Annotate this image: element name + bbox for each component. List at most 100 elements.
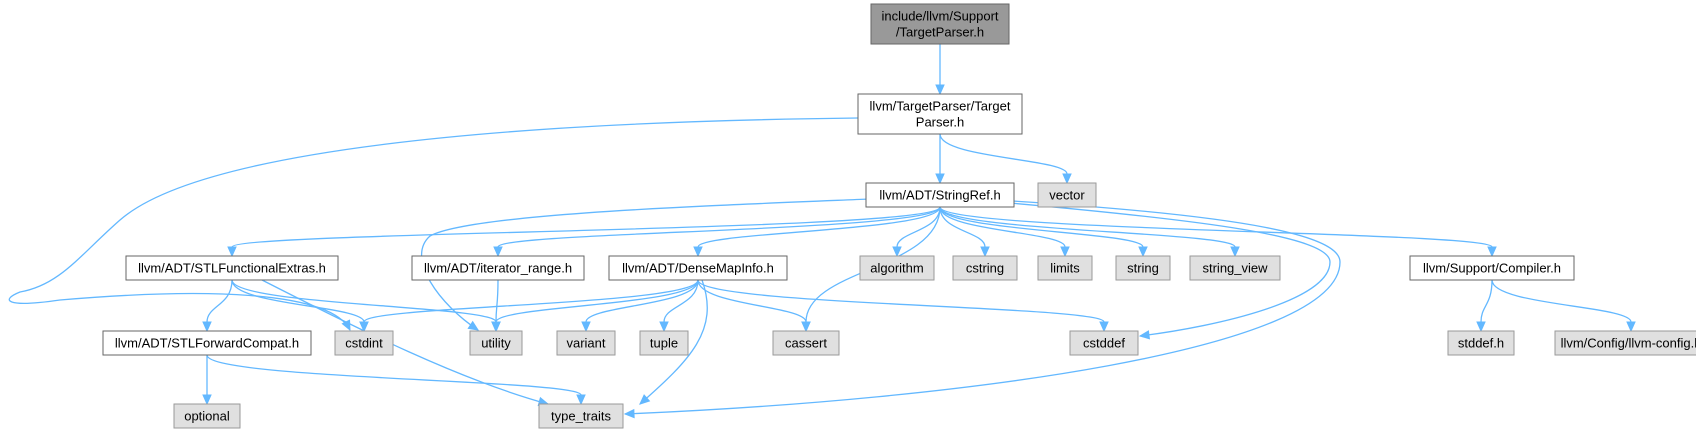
node-label: type_traits <box>551 409 611 424</box>
edge-line <box>939 206 1144 248</box>
node-label: llvm/ADT/iterator_range.h <box>424 261 572 276</box>
node-label: /TargetParser.h <box>896 25 984 40</box>
edge-line <box>1009 202 1331 337</box>
node-label: Parser.h <box>916 115 964 130</box>
edge-arrowhead <box>467 320 480 331</box>
node-tp[interactable]: llvm/TargetParser/TargetParser.h <box>857 93 1023 135</box>
node-type-traits[interactable]: type_traits <box>538 403 624 429</box>
edge-stlfc-to-optional <box>202 354 212 406</box>
node-cassert[interactable]: cassert <box>772 330 840 356</box>
edge-line <box>939 206 1066 248</box>
edge-line <box>231 206 941 248</box>
edge-line <box>231 279 497 323</box>
node-sref[interactable]: llvm/ADT/StringRef.h <box>865 182 1015 208</box>
edge-arrowhead <box>576 394 586 406</box>
node-utility[interactable]: utility <box>469 330 523 356</box>
node-string-view[interactable]: string_view <box>1189 255 1281 281</box>
node-box <box>608 255 788 281</box>
edge-arrowhead <box>1230 246 1240 258</box>
edge-arrowhead <box>935 173 945 185</box>
node-llvmconfig[interactable]: llvm/Config/llvm-config.h <box>1554 330 1696 356</box>
node-dmi[interactable]: llvm/ADT/DenseMapInfo.h <box>608 255 788 281</box>
node-stlfc[interactable]: llvm/ADT/STLForwardCompat.h <box>102 330 312 356</box>
edge-sref-to-stlfe <box>227 206 941 258</box>
node-box <box>538 403 624 429</box>
node-label: llvm/ADT/STLFunctionalExtras.h <box>138 261 326 276</box>
edge-sref-to-cstddef <box>1009 202 1331 340</box>
edge-line <box>697 279 807 323</box>
node-box <box>125 255 339 281</box>
node-box <box>1447 330 1515 356</box>
edge-sref-to-string <box>939 206 1148 258</box>
node-label: vector <box>1049 188 1085 203</box>
node-label: llvm/ADT/STLForwardCompat.h <box>115 336 299 351</box>
edge-sref-to-dmi <box>693 206 941 258</box>
edge-line <box>495 279 699 323</box>
edge-line <box>663 279 699 323</box>
node-box <box>1115 255 1171 281</box>
edge-line <box>206 354 582 396</box>
edge-compiler-to-llvmconfig <box>1491 279 1636 333</box>
node-box <box>556 330 616 356</box>
node-root: include/llvm/Support/TargetParser.h <box>870 3 1010 45</box>
edge-line <box>939 206 1236 248</box>
edge-dmi-to-variant <box>581 279 699 333</box>
node-itr[interactable]: llvm/ADT/iterator_range.h <box>411 255 585 281</box>
node-box <box>1037 182 1097 208</box>
edge-sref-to-string_view <box>939 206 1240 258</box>
node-variant[interactable]: variant <box>556 330 616 356</box>
edge-line <box>939 206 986 248</box>
node-label: cstring <box>966 261 1004 276</box>
node-limits[interactable]: limits <box>1037 255 1093 281</box>
node-box <box>411 255 585 281</box>
node-cstring[interactable]: cstring <box>952 255 1018 281</box>
edge-line <box>231 279 365 323</box>
edge-stlfe-to-stlfc <box>202 279 233 333</box>
node-label: utility <box>481 336 511 351</box>
edge-arrowhead <box>935 84 945 96</box>
node-box <box>469 330 523 356</box>
node-compiler[interactable]: llvm/Support/Compiler.h <box>1409 255 1575 281</box>
edge-arrowhead <box>491 321 501 333</box>
node-tuple[interactable]: tuple <box>639 330 689 356</box>
edge-root-to-tp <box>935 44 945 96</box>
node-stddef-h[interactable]: stddef.h <box>1447 330 1515 356</box>
edge-dmi-to-utility <box>491 279 699 333</box>
node-box <box>102 330 312 356</box>
edge-sref-to-compiler <box>939 206 1497 258</box>
node-box <box>1409 255 1575 281</box>
node-box <box>334 330 394 356</box>
edge-stlfc-to-type_traits <box>206 354 586 406</box>
node-vector[interactable]: vector <box>1037 182 1097 208</box>
node-box <box>173 403 241 429</box>
edge-arrowhead <box>227 246 237 258</box>
edge-sref-to-itr <box>493 206 941 258</box>
edge-line <box>8 117 859 331</box>
node-label: limits <box>1050 261 1080 276</box>
edge-arrowhead <box>1487 246 1497 258</box>
edge-arrowhead <box>359 321 369 333</box>
node-string[interactable]: string <box>1115 255 1171 281</box>
edge-tp-to-vector <box>939 133 1072 185</box>
edge-tp-to-cstdint <box>8 117 859 332</box>
edge-dmi-to-cstddef <box>697 279 1109 333</box>
node-label: variant <box>566 336 605 351</box>
edge-sref-to-utility <box>420 198 871 331</box>
node-algorithm[interactable]: algorithm <box>859 255 935 281</box>
node-label: llvm/ADT/DenseMapInfo.h <box>622 261 774 276</box>
edge-line <box>697 279 1105 323</box>
edge-arrowhead <box>202 394 212 406</box>
node-label: llvm/TargetParser/Target <box>870 99 1011 114</box>
edge-arrowhead <box>639 394 651 405</box>
edge-line <box>363 279 699 323</box>
node-cstddef[interactable]: cstddef <box>1069 330 1139 356</box>
node-cstdint[interactable]: cstdint <box>334 330 394 356</box>
node-label: llvm/Support/Compiler.h <box>1423 261 1561 276</box>
node-optional[interactable]: optional <box>173 403 241 429</box>
edge-line <box>495 279 499 323</box>
node-label: llvm/ADT/StringRef.h <box>879 188 1000 203</box>
edge-arrowhead <box>202 321 212 333</box>
node-stlfe[interactable]: llvm/ADT/STLFunctionalExtras.h <box>125 255 339 281</box>
edge-line <box>585 279 699 323</box>
edge-sref-to-limits <box>939 206 1070 258</box>
